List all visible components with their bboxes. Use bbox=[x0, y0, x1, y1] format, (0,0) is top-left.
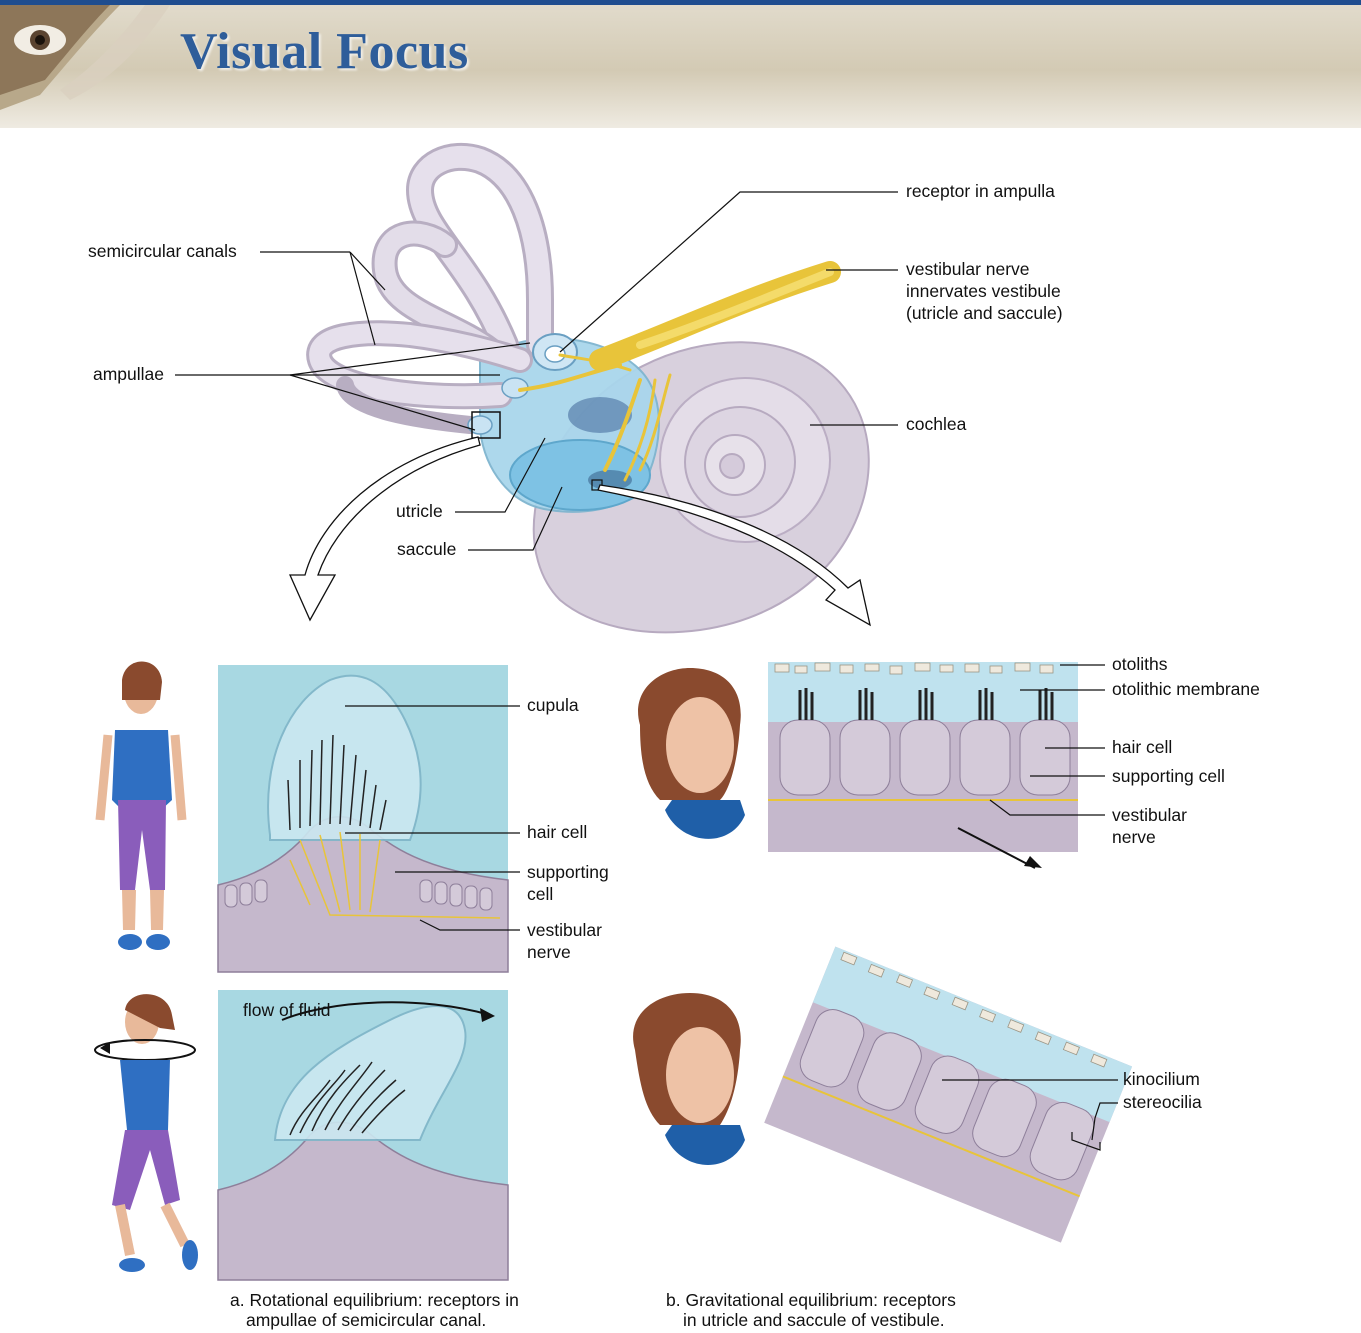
label-supporting-cell-a-line2: cell bbox=[527, 884, 553, 905]
gravity-arrow-head bbox=[1024, 856, 1042, 868]
label-hair-cell-b: hair cell bbox=[1112, 737, 1172, 758]
arrow-to-ampulla-detail bbox=[290, 437, 480, 620]
label-cupula: cupula bbox=[527, 695, 579, 716]
label-cochlea: cochlea bbox=[906, 414, 966, 435]
cupula-panel-upright bbox=[218, 665, 508, 972]
tilted-head-figure bbox=[633, 993, 745, 1165]
rotating-woman-figure bbox=[95, 994, 198, 1272]
label-vestibular-nerve-line1: vestibular nerve bbox=[906, 259, 1030, 280]
label-vestibular-nerve-a-line1: vestibular bbox=[527, 920, 602, 941]
label-kinocilium: kinocilium bbox=[1123, 1069, 1200, 1090]
label-semicircular-canals: semicircular canals bbox=[88, 241, 237, 262]
inner-ear-illustration bbox=[319, 157, 869, 632]
label-vestibular-nerve-b-line1: vestibular bbox=[1112, 805, 1187, 826]
caption-a-line2: ampullae of semicircular canal. bbox=[246, 1310, 486, 1330]
label-otoliths: otoliths bbox=[1112, 654, 1167, 675]
label-supporting-cell-a-line1: supporting bbox=[527, 862, 609, 883]
label-vestibular-nerve-line2: innervates vestibule bbox=[906, 281, 1061, 302]
label-vestibular-nerve-line3: (utricle and saccule) bbox=[906, 303, 1063, 324]
hair-cells-upright bbox=[780, 720, 1070, 795]
macula-panel-tilted bbox=[764, 947, 1132, 1243]
label-ampullae: ampullae bbox=[93, 364, 164, 385]
label-receptor-in-ampulla: receptor in ampulla bbox=[906, 181, 1055, 202]
caption-a-line1: a. Rotational equilibrium: receptors in bbox=[230, 1290, 519, 1310]
standing-woman-figure bbox=[100, 661, 182, 950]
label-stereocilia: stereocilia bbox=[1123, 1092, 1202, 1113]
label-utricle: utricle bbox=[396, 501, 443, 522]
label-otolithic-membrane: otolithic membrane bbox=[1112, 679, 1260, 700]
upright-head-figure bbox=[638, 668, 745, 839]
label-flow-of-fluid: flow of fluid bbox=[243, 1000, 331, 1021]
label-hair-cell-a: hair cell bbox=[527, 822, 587, 843]
label-vestibular-nerve-b-line2: nerve bbox=[1112, 827, 1156, 848]
caption-b-line2: in utricle and saccule of vestibule. bbox=[683, 1310, 945, 1330]
label-supporting-cell-b: supporting cell bbox=[1112, 766, 1225, 787]
label-vestibular-nerve-a-line2: nerve bbox=[527, 942, 571, 963]
cupula-panel-rotating bbox=[218, 990, 508, 1280]
caption-b-line1: b. Gravitational equilibrium: receptors bbox=[666, 1290, 956, 1310]
label-saccule: saccule bbox=[397, 539, 456, 560]
